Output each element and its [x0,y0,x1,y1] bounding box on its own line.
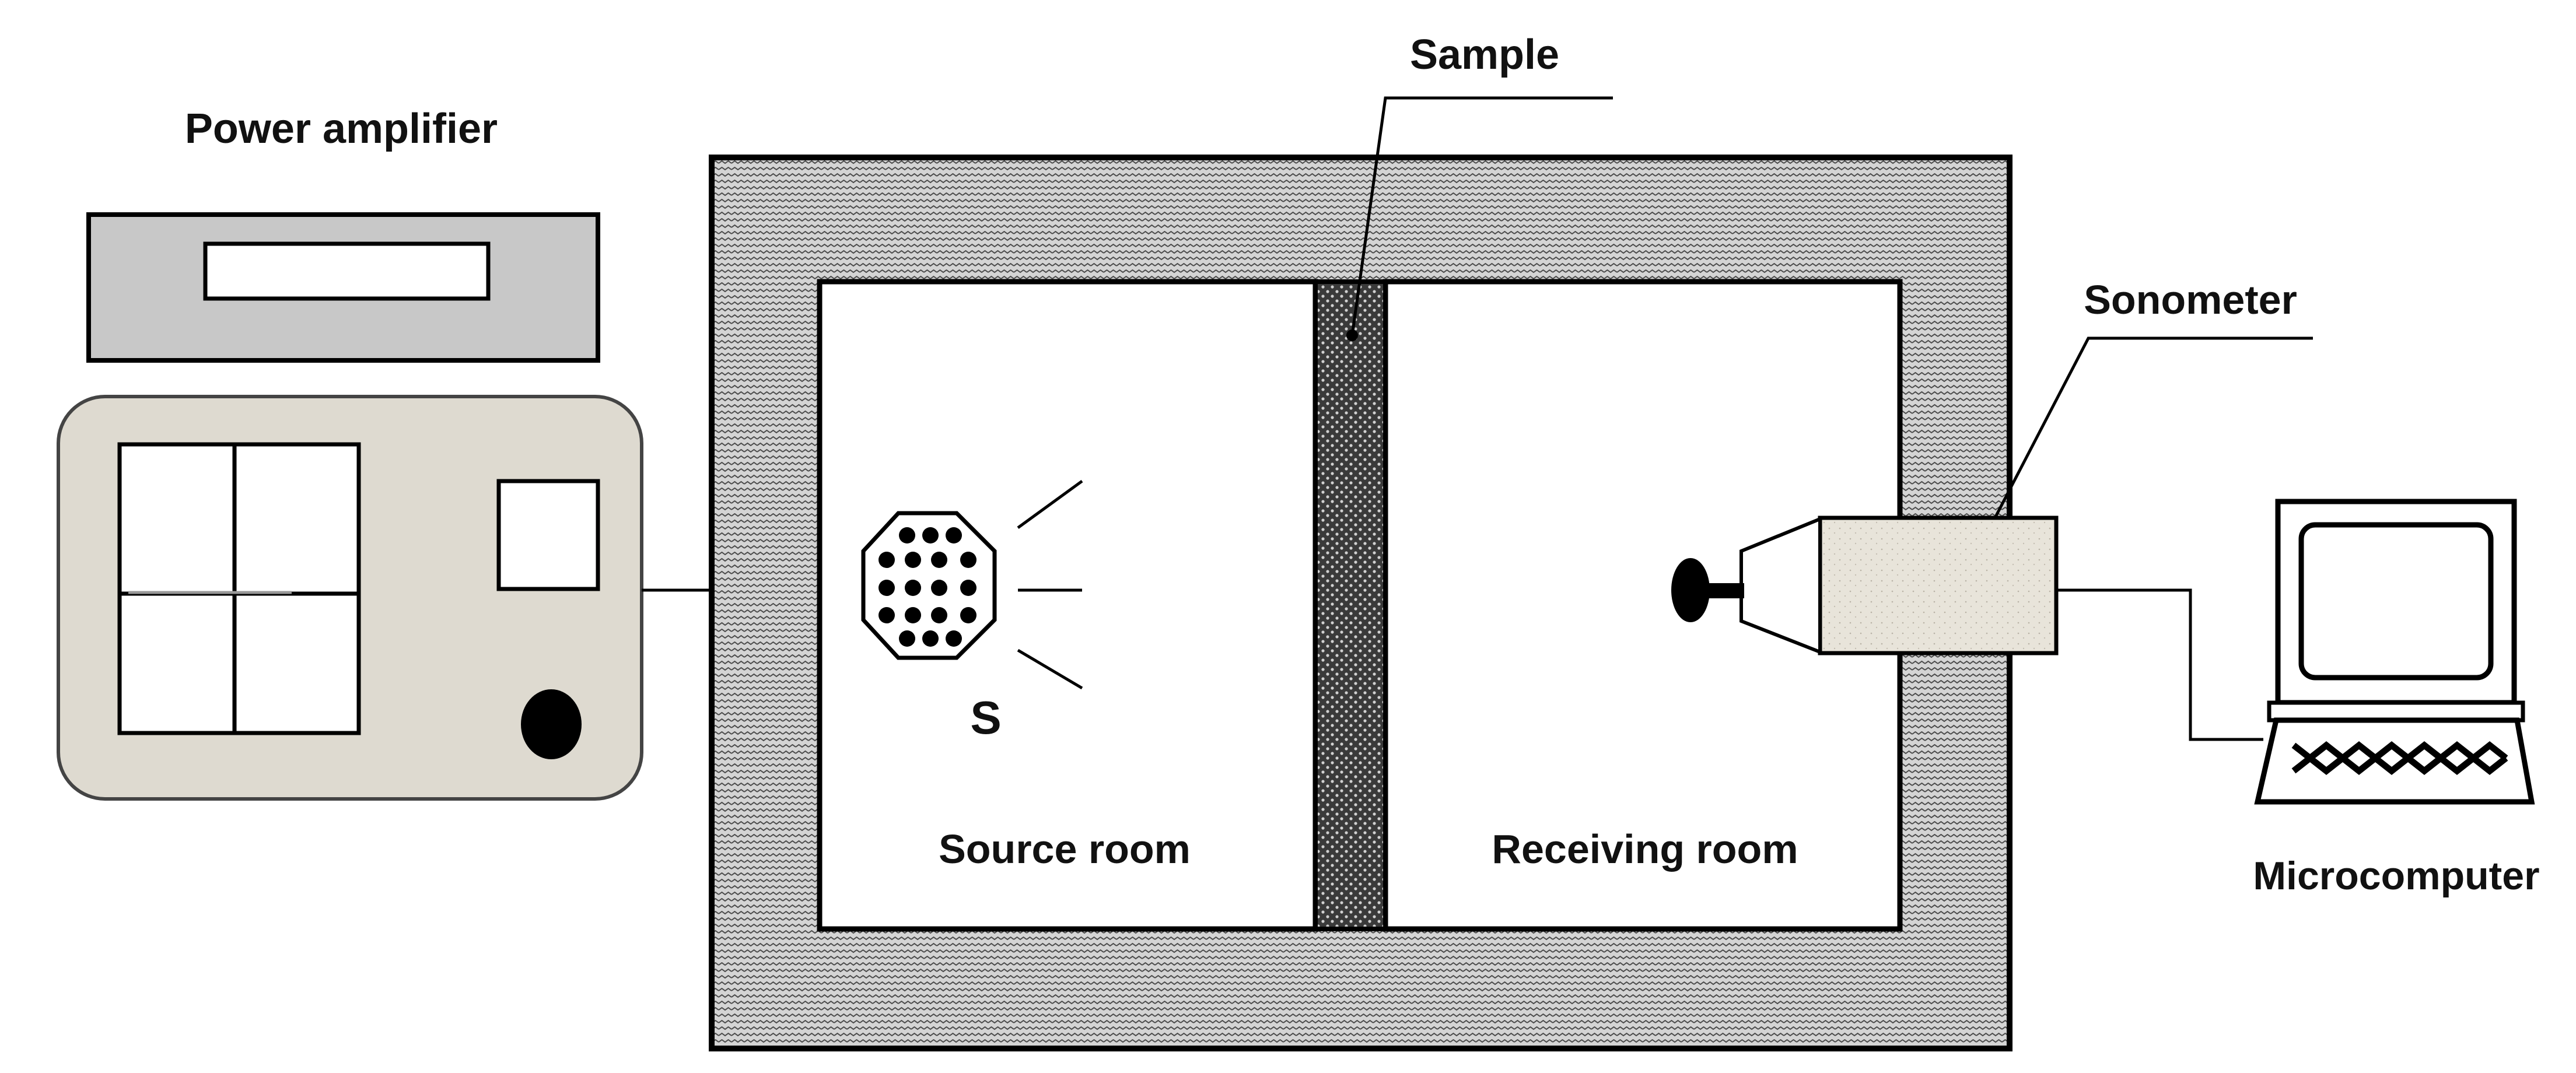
microcomputer-label: Microcomputer [2253,854,2539,898]
sonometer: Sonometer [1671,277,2313,655]
sound-wave-lines [1017,479,1083,690]
sonometer-label: Sonometer [2084,277,2297,322]
sonometer-to-computer-cable [2056,588,2263,741]
sample-wall [1313,279,1388,931]
microphone-icon [1671,558,1744,622]
keyboard-keys [2291,741,2508,775]
sample-leader-line [1350,96,1613,336]
amplifier-window-grid [117,442,361,735]
speaker-body [861,511,997,660]
sonometer-leader-line [1993,336,2313,519]
sample-label: Sample [1410,31,1559,78]
source-symbol-label: S [970,692,1001,744]
computer-icon: Microcomputer [2253,499,2540,898]
sample-callout: Sample [1346,31,1613,341]
sonometer-body [1818,516,2059,655]
amplifier-knob [521,689,582,759]
speaker-icon: S [861,479,1083,744]
receiving-room-label: Receiving room [1492,826,1798,872]
power-amplifier-label: Power amplifier [185,106,498,152]
power-amplifier: Power amplifier [57,106,643,801]
computer-keyboard [2254,717,2535,805]
computer-screen [2298,522,2494,681]
amplifier-display [203,241,491,301]
amplifier-small-panel [496,479,600,591]
source-room-label: Source room [939,826,1191,872]
